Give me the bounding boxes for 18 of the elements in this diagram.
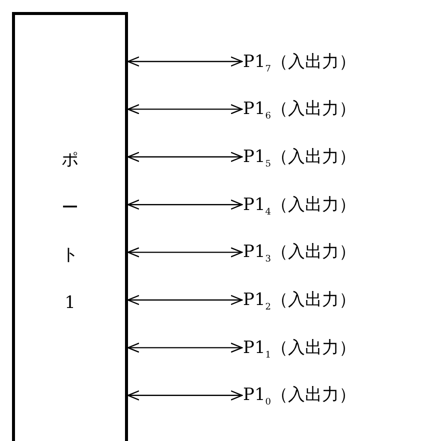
double-arrow xyxy=(127,390,243,400)
double-arrow xyxy=(127,152,243,162)
pin-label: P1$_{4}$（入出力） xyxy=(243,194,433,216)
double-arrow xyxy=(127,342,243,353)
double-arrow xyxy=(127,56,243,67)
pin-label: P1$_{6}$（入出力） xyxy=(243,98,433,120)
pin-label: P1$_{0}$（入出力） xyxy=(243,384,433,406)
pin-label: P1$_{7}$（入出力） xyxy=(243,50,433,72)
pin-label: P1$_{5}$（入出力） xyxy=(243,146,433,168)
port-label: ポート1 xyxy=(62,149,78,314)
double-arrow xyxy=(127,200,243,210)
pin-label: P1$_{1}$（入出力） xyxy=(243,336,433,359)
pin-label: P1$_{2}$（入出力） xyxy=(243,289,433,311)
double-arrow xyxy=(127,104,243,114)
port-block xyxy=(12,12,128,441)
double-arrow xyxy=(127,247,243,258)
pin-label: P1$_{3}$（入出力） xyxy=(243,241,433,264)
double-arrow xyxy=(127,294,243,306)
